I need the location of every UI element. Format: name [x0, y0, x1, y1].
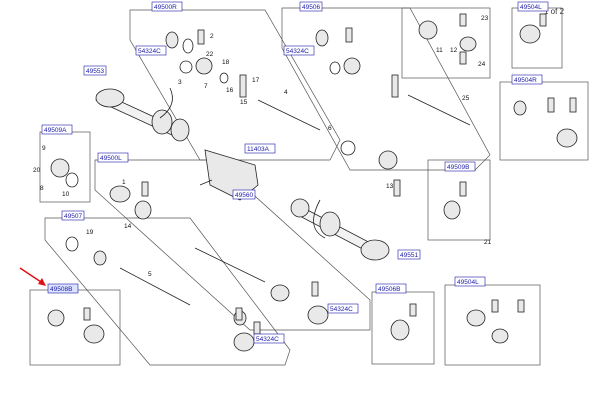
- svg-text:10: 10: [62, 191, 70, 198]
- svg-text:54324C: 54324C: [256, 336, 279, 343]
- shaft-49507: [119, 267, 191, 306]
- svg-text:54324C: 54324C: [286, 48, 309, 55]
- svg-text:16: 16: [226, 87, 234, 94]
- svg-text:5: 5: [148, 271, 152, 278]
- ref-label-49504l-top[interactable]: 49504L: [517, 1, 549, 12]
- svg-text:49506: 49506: [302, 4, 320, 11]
- svg-text:14: 14: [124, 223, 132, 230]
- parts-49500l: [109, 181, 329, 325]
- ref-label-49560[interactable]: 49560: [232, 189, 256, 200]
- ref-label-49553[interactable]: 49553: [83, 65, 107, 76]
- ref-label-49508b[interactable]: 49508B: [47, 283, 79, 294]
- parts-49506b: [390, 303, 417, 341]
- svg-text:49506B: 49506B: [378, 286, 400, 293]
- ref-label-49500r[interactable]: 49500R: [151, 1, 183, 12]
- svg-text:11: 11: [436, 47, 443, 54]
- svg-text:2: 2: [210, 33, 214, 40]
- ref-label-49506b[interactable]: 49506B: [375, 283, 407, 294]
- svg-text:21: 21: [484, 239, 492, 246]
- svg-text:3: 3: [178, 79, 182, 86]
- svg-text:49500R: 49500R: [154, 4, 177, 11]
- svg-text:49509B: 49509B: [447, 164, 469, 171]
- ref-label-49506[interactable]: 49506: [299, 1, 323, 12]
- svg-text:8: 8: [40, 185, 44, 192]
- frame-49500r: [129, 9, 341, 161]
- svg-text:24: 24: [478, 61, 486, 68]
- shaft-middle: [290, 198, 390, 261]
- page-indicator: 1 of 2: [544, 7, 565, 16]
- svg-text:15: 15: [240, 99, 248, 106]
- svg-text:12: 12: [450, 47, 458, 54]
- frame-49504r: [499, 81, 589, 161]
- svg-text:1: 1: [122, 179, 126, 186]
- svg-text:49560: 49560: [235, 192, 253, 199]
- svg-text:25: 25: [462, 95, 470, 102]
- svg-text:49504L: 49504L: [520, 4, 542, 11]
- ref-label-49500l[interactable]: 49500L: [97, 152, 129, 163]
- ref-label-54324c-4[interactable]: 54324C: [253, 333, 285, 344]
- part-numbers: 2 22 18 16 15 17 7 4 3 19 1 5 6 8 9 10 1…: [33, 15, 492, 278]
- ref-label-49507[interactable]: 49507: [61, 210, 85, 221]
- ref-label-49509b[interactable]: 49509B: [444, 161, 476, 172]
- svg-text:22: 22: [206, 51, 214, 58]
- frame-49506: [281, 7, 491, 171]
- ref-label-11403a[interactable]: 11403A: [244, 143, 276, 154]
- svg-text:23: 23: [481, 15, 489, 22]
- shaft-49500l: [194, 247, 266, 283]
- parts-49504l: [466, 299, 525, 344]
- svg-text:54324C: 54324C: [138, 48, 161, 55]
- svg-text:19: 19: [86, 229, 94, 236]
- svg-text:49504L: 49504L: [457, 279, 479, 286]
- red-arrow-icon: [19, 267, 46, 286]
- ref-label-49504l[interactable]: 49504L: [454, 276, 486, 287]
- parts-49509a: [50, 158, 79, 188]
- svg-text:9: 9: [42, 145, 46, 152]
- svg-text:49509A: 49509A: [44, 127, 67, 134]
- ref-label-54324c-1[interactable]: 54324C: [135, 45, 167, 56]
- svg-text:49551: 49551: [400, 252, 418, 259]
- frame-top-right-left: [401, 7, 491, 79]
- svg-text:20: 20: [33, 167, 41, 174]
- svg-text:49500L: 49500L: [100, 155, 122, 162]
- svg-text:4: 4: [284, 89, 288, 96]
- parts-49506: [315, 27, 401, 197]
- svg-text:11403A: 11403A: [247, 146, 270, 153]
- parts-top-right-left: [418, 13, 477, 65]
- svg-text:18: 18: [222, 59, 230, 66]
- shaft-top-left: [95, 87, 190, 142]
- svg-text:6: 6: [328, 125, 332, 132]
- shaft-49506: [407, 94, 471, 126]
- parts-top-right-right: [519, 13, 547, 44]
- ref-label-54324c-2[interactable]: 54324C: [283, 45, 315, 56]
- svg-text:49508B: 49508B: [50, 286, 72, 293]
- shaft-49500r: [257, 99, 321, 131]
- svg-text:49553: 49553: [86, 68, 104, 75]
- svg-text:17: 17: [252, 77, 260, 84]
- parts-49509b: [443, 181, 467, 220]
- frame-49504l: [444, 284, 541, 366]
- parts-49504r: [513, 97, 578, 148]
- svg-text:54324C: 54324C: [330, 306, 353, 313]
- svg-text:49507: 49507: [64, 213, 82, 220]
- parts-49500r: [165, 29, 247, 98]
- frame-49507: [44, 217, 291, 366]
- svg-text:49504R: 49504R: [514, 77, 537, 84]
- frame-49508b: [29, 289, 121, 366]
- svg-text:13: 13: [386, 183, 394, 190]
- svg-text:7: 7: [204, 83, 208, 90]
- parts-49508b: [47, 307, 105, 344]
- ref-label-49504r[interactable]: 49504R: [511, 74, 543, 85]
- ref-label-49509a[interactable]: 49509A: [41, 124, 73, 135]
- parts-49507: [65, 236, 247, 326]
- frame-49509b: [427, 159, 491, 241]
- ref-label-54324c-3[interactable]: 54324C: [327, 303, 359, 314]
- ref-label-49551[interactable]: 49551: [397, 249, 421, 260]
